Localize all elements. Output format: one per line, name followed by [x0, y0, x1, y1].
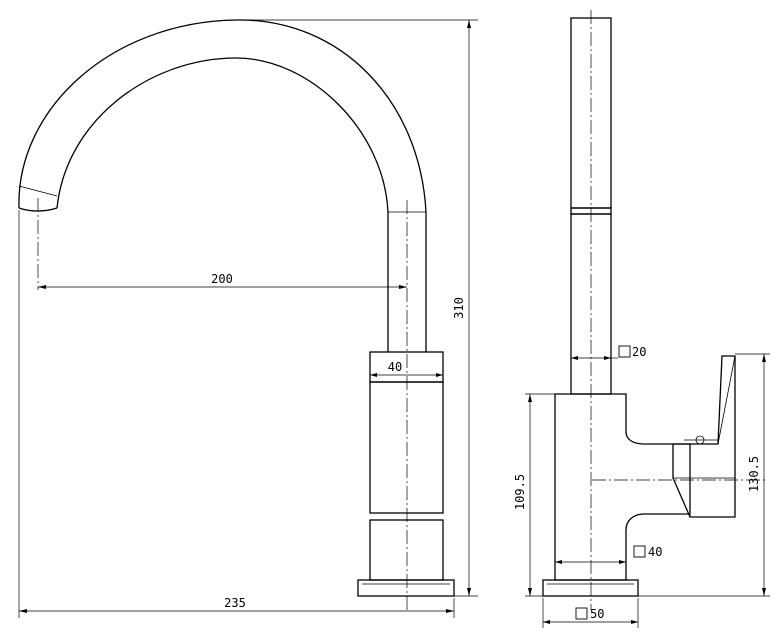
dimension-label-20: 20 — [632, 345, 646, 359]
dimension-body-width: 40 — [370, 360, 443, 377]
dimension-body-square: 40 — [555, 545, 662, 564]
side-lever-handle — [672, 355, 736, 518]
front-base-plate — [357, 579, 455, 597]
spout-outer-outline — [18, 19, 427, 352]
side-base-plate — [542, 579, 639, 597]
dimension-total-width: 235 — [18, 210, 455, 618]
spout-tip — [18, 207, 58, 212]
square-section-icon — [618, 345, 631, 358]
dimension-label-200: 200 — [211, 272, 233, 286]
square-section-icon — [633, 545, 646, 558]
dimension-label-109-5: 109.5 — [513, 474, 527, 510]
side-view: 20 109.5 130.5 40 — [513, 10, 770, 628]
dimension-label-310: 310 — [452, 297, 466, 319]
dimension-spout-square: 20 — [571, 345, 646, 360]
dimension-label-50-square: 50 — [590, 607, 604, 621]
dimension-base-square: 50 — [542, 598, 639, 628]
square-section-icon — [575, 607, 588, 620]
dimension-lever-height-tall: 130.5 — [638, 353, 770, 597]
side-spout-upper — [570, 17, 612, 209]
side-body — [554, 393, 691, 581]
dimension-label-235: 235 — [224, 596, 246, 610]
front-body — [369, 351, 444, 383]
front-view: 200 40 310 235 — [18, 19, 478, 618]
dimension-label-40: 40 — [388, 360, 402, 374]
dimension-total-height: 310 — [236, 19, 478, 597]
dimension-label-40-square: 40 — [648, 545, 662, 559]
dimension-spout-reach: 200 — [38, 272, 407, 289]
dimension-lever-height-short: 109.5 — [513, 393, 555, 597]
spout-inner-outline — [56, 57, 389, 352]
dimension-label-130-5: 130.5 — [747, 456, 761, 492]
